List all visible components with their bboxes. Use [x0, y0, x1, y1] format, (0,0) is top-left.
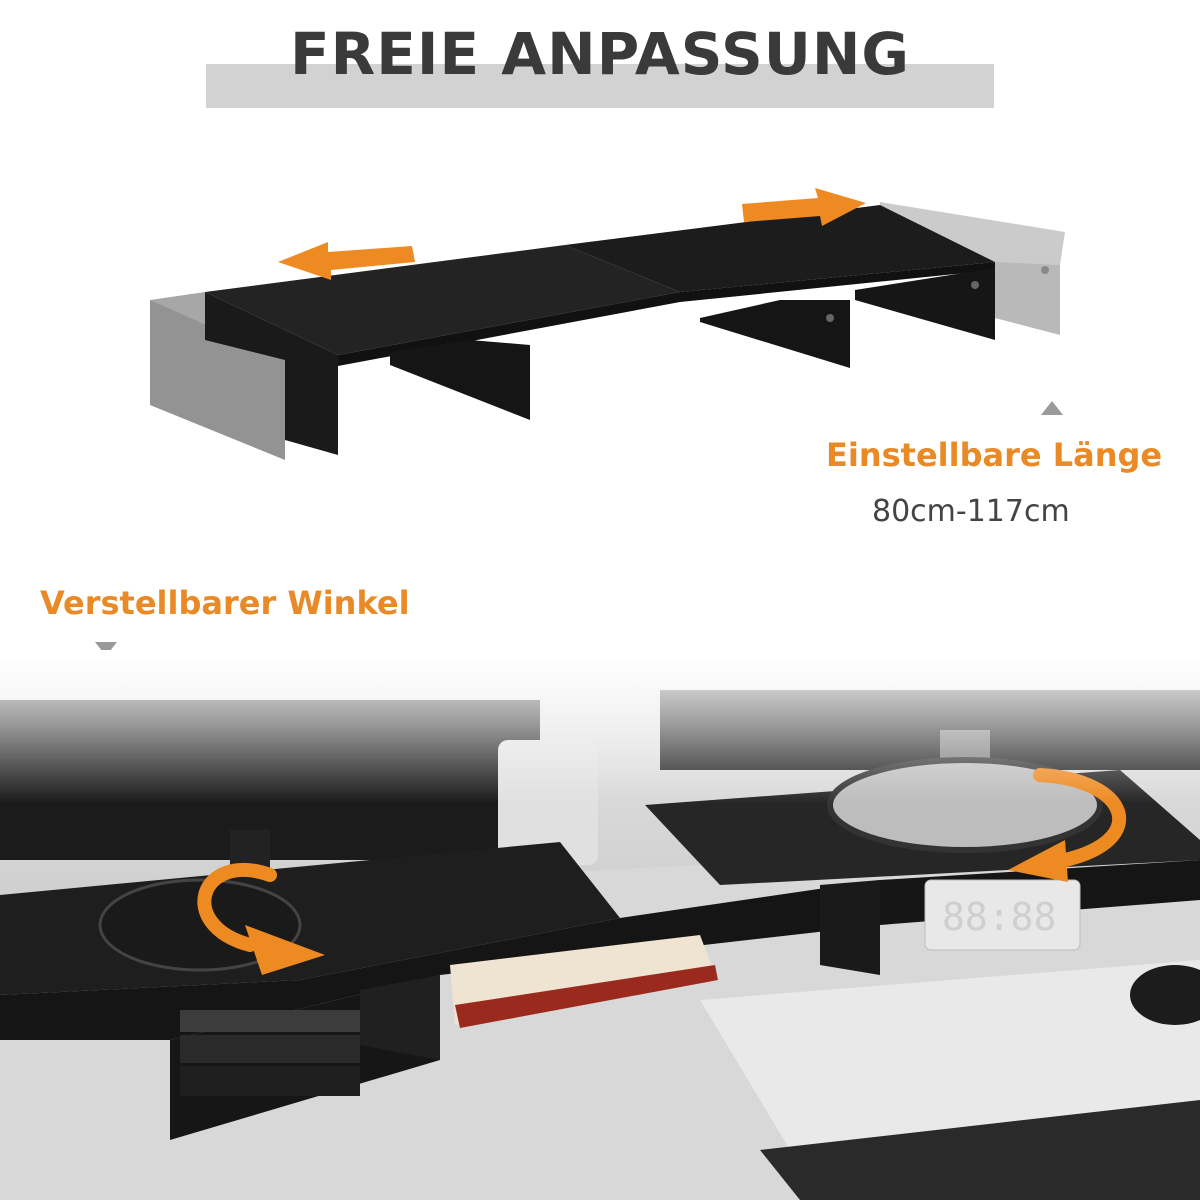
page-title: FREIE ANPASSUNG [290, 20, 910, 88]
angle-label: Verstellbarer Winkel [40, 584, 410, 622]
riser-top-right [565, 205, 995, 292]
riser-right-leg [855, 268, 995, 340]
title-band [206, 64, 994, 108]
riser-leg-mid-left [390, 340, 530, 420]
riser-leg-mid-right [700, 300, 850, 368]
riser-product-render [150, 188, 1065, 460]
length-range: 80cm-117cm [872, 494, 1070, 529]
riser-left-leg [205, 292, 338, 455]
arrow-left-icon [278, 242, 415, 280]
books-stack [180, 1010, 360, 1096]
length-label: Einstellbare Länge [826, 436, 1163, 474]
riser-top-left [205, 245, 680, 355]
arrow-right-icon [742, 188, 866, 226]
ghost-right-extension [880, 202, 1065, 335]
ghost-left-extension [150, 292, 285, 460]
triangle-up-icon [1041, 401, 1063, 415]
